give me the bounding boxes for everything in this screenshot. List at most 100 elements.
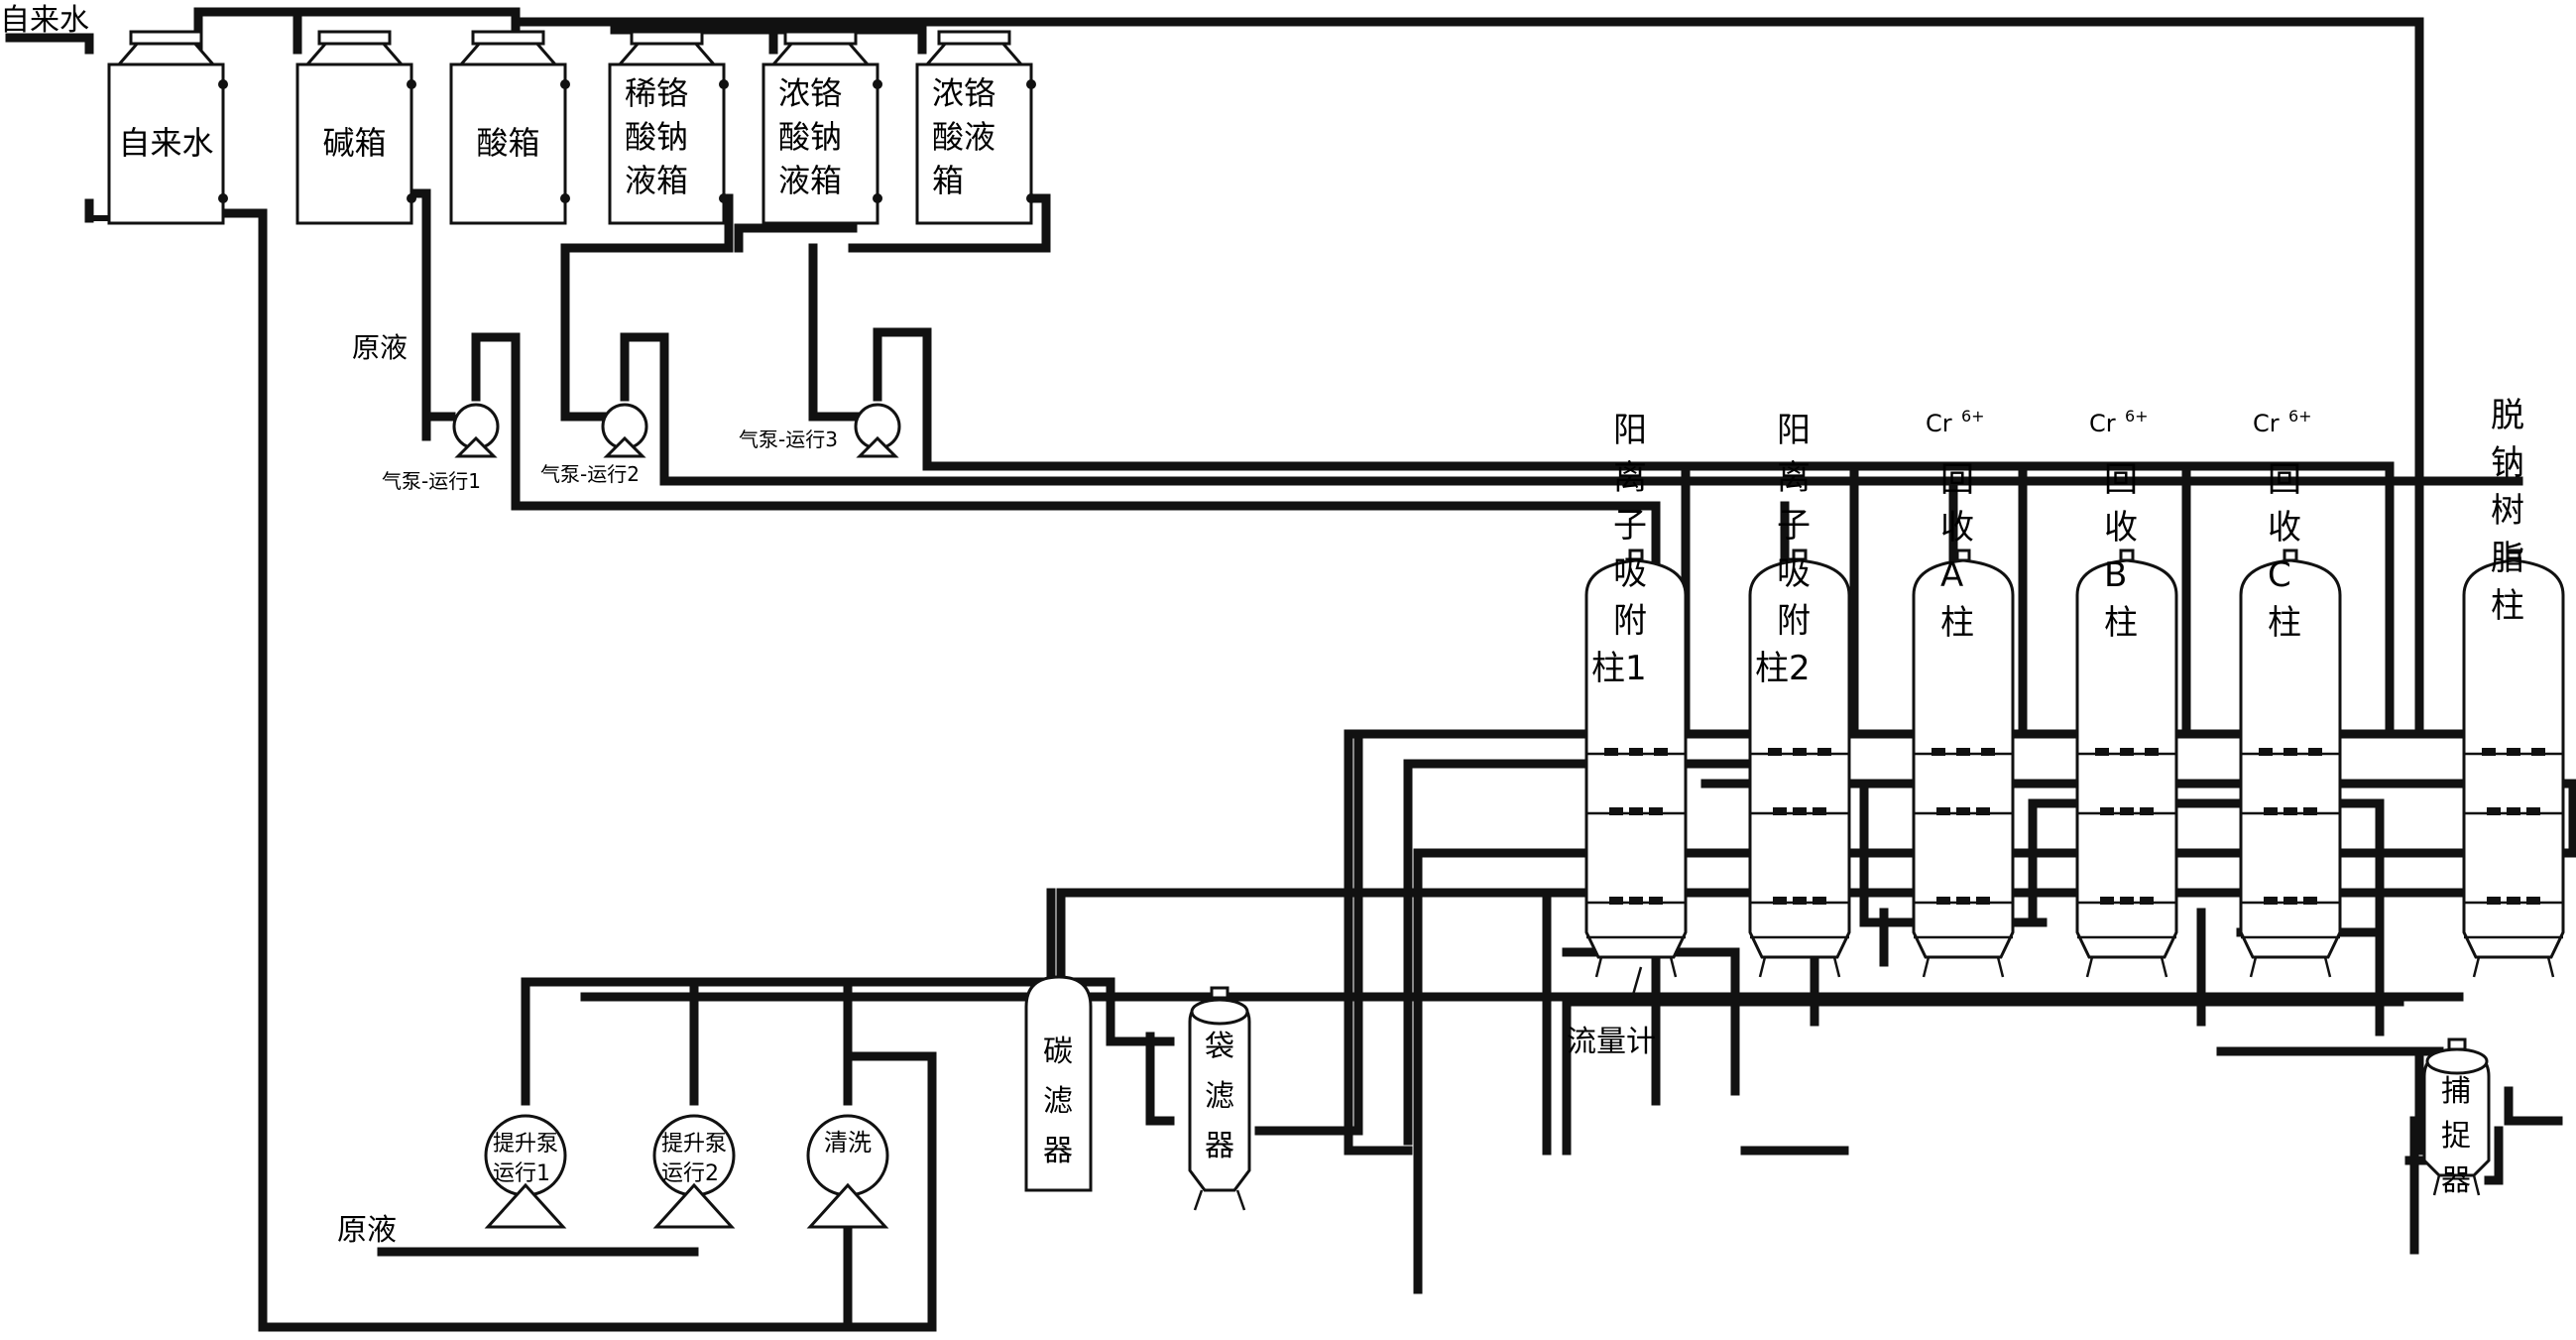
column-valve: [2487, 807, 2501, 815]
column-valve: [2482, 748, 2496, 756]
column-label-line: 柱: [2491, 586, 2524, 626]
tap-water-inlet-label: 自来水: [0, 3, 89, 38]
column-valve: [1956, 897, 1970, 905]
column-valve: [2283, 748, 2297, 756]
tank-nozzle-upper: [1026, 79, 1036, 89]
tank-label-line: 浓铬: [778, 74, 842, 112]
cr6-superscript: 6+: [1961, 407, 1985, 426]
storage-tanks: 自来水碱箱酸箱稀铬酸钠液箱浓铬酸钠液箱浓铬酸液箱: [89, 30, 1036, 225]
tank-nozzle-lower: [719, 193, 729, 203]
air-pump-3: 气泵-运行3: [739, 403, 901, 458]
air-pump-label: 气泵-运行3: [739, 427, 838, 451]
column-label-line: 离: [1777, 458, 1811, 498]
tank-label-line: 箱: [932, 162, 964, 199]
column-valve: [1609, 897, 1623, 905]
column-valve: [1817, 748, 1831, 756]
column-label-line: 吸: [1613, 553, 1647, 593]
column-valve: [1649, 897, 1663, 905]
column-valve: [1793, 748, 1807, 756]
column-valve: [2303, 807, 2317, 815]
tank-nozzle-upper: [218, 79, 228, 89]
catcher-text-1: 捕: [2441, 1074, 2471, 1109]
column-label-line: 脂: [2491, 539, 2524, 578]
tank-label-line: 稀铬: [625, 74, 688, 112]
column-valve: [2095, 748, 2109, 756]
carbon-filter-text-2: 滤: [1043, 1084, 1073, 1119]
column-valve: [1609, 807, 1623, 815]
column-label-line: 回: [2268, 460, 2301, 500]
column-valve: [1956, 748, 1970, 756]
tank-nozzle-lower: [218, 193, 228, 203]
column-label-line: 柱1: [1591, 649, 1647, 688]
column-label-line: 收: [2104, 508, 2138, 548]
tank-nozzle-lower: [560, 193, 570, 203]
column-valve: [2303, 897, 2317, 905]
acid-tank: 酸箱: [449, 30, 570, 225]
cr6-label: Cr: [2089, 410, 2116, 437]
column-valve: [2526, 897, 2540, 905]
pump-label-line: 运行1: [493, 1161, 550, 1186]
column-valve: [1981, 748, 1995, 756]
raw-liquid-label-top: 原液: [352, 331, 408, 364]
column-valve: [1768, 748, 1782, 756]
column-valve: [2526, 807, 2540, 815]
column-valve: [1936, 897, 1950, 905]
pump-label-line: 提升泵: [493, 1132, 558, 1157]
column-valve: [2120, 897, 2134, 905]
column-label-line: 回: [2104, 460, 2138, 500]
column-label-line: 脱: [2491, 396, 2524, 435]
tank-nozzle-upper: [719, 79, 729, 89]
column-label-line: A: [1940, 555, 1963, 595]
tap-water-tank: 自来水: [107, 30, 228, 225]
column-label-line: 子: [1777, 506, 1811, 546]
column-label-line: 柱: [1940, 603, 1974, 643]
tank-nozzle-lower: [407, 193, 416, 203]
column-label-line: 吸: [1777, 553, 1811, 593]
column-label-line: 柱: [2104, 603, 2138, 643]
column-label-line: 树: [2491, 491, 2524, 531]
column-valve: [1976, 897, 1990, 905]
column-valve: [1976, 807, 1990, 815]
carbon-filter-text-1: 碳: [1043, 1035, 1073, 1069]
air-pump-2: 气泵-运行2: [540, 403, 648, 486]
cr6-superscript: 6+: [2125, 407, 2149, 426]
column-valve: [1654, 748, 1668, 756]
tank-label-line: 碱箱: [323, 124, 387, 162]
air-pump-label: 气泵-运行2: [540, 462, 640, 486]
column-valve: [1629, 748, 1643, 756]
tank-label-line: 浓铬: [932, 74, 995, 112]
tank-nozzle-upper: [873, 79, 882, 89]
bag-filter-text-3: 器: [1205, 1129, 1234, 1163]
bag-filter-text-1: 袋: [1205, 1030, 1234, 1064]
cleaning-pump: 清洗: [806, 1114, 889, 1229]
column-valve: [2283, 897, 2297, 905]
tank-label-line: 酸钠: [625, 118, 688, 156]
column-valve: [2507, 897, 2520, 905]
column-valve: [2507, 748, 2520, 756]
column-label-line: 收: [2268, 508, 2301, 548]
column-label-line: 钠: [2491, 443, 2524, 483]
carbon-filter: 碳 滤 器: [1024, 975, 1093, 1192]
column-valve: [1604, 748, 1618, 756]
column-valve: [1629, 897, 1643, 905]
catcher-text-2: 捉: [2441, 1119, 2471, 1154]
column-valve: [2259, 748, 2273, 756]
column-valve: [2507, 807, 2520, 815]
tank-label-line: 自来水: [119, 124, 214, 162]
column-label-line: 收: [1940, 508, 1974, 548]
tank-nozzle-lower: [1026, 193, 1036, 203]
cr6-superscript: 6+: [2288, 407, 2312, 426]
column-valve: [1793, 897, 1807, 905]
bag-filter-text-2: 滤: [1205, 1079, 1234, 1114]
tank-nozzle-lower: [873, 193, 882, 203]
column-label-line: C: [2268, 555, 2291, 595]
column-valve: [2487, 897, 2501, 905]
